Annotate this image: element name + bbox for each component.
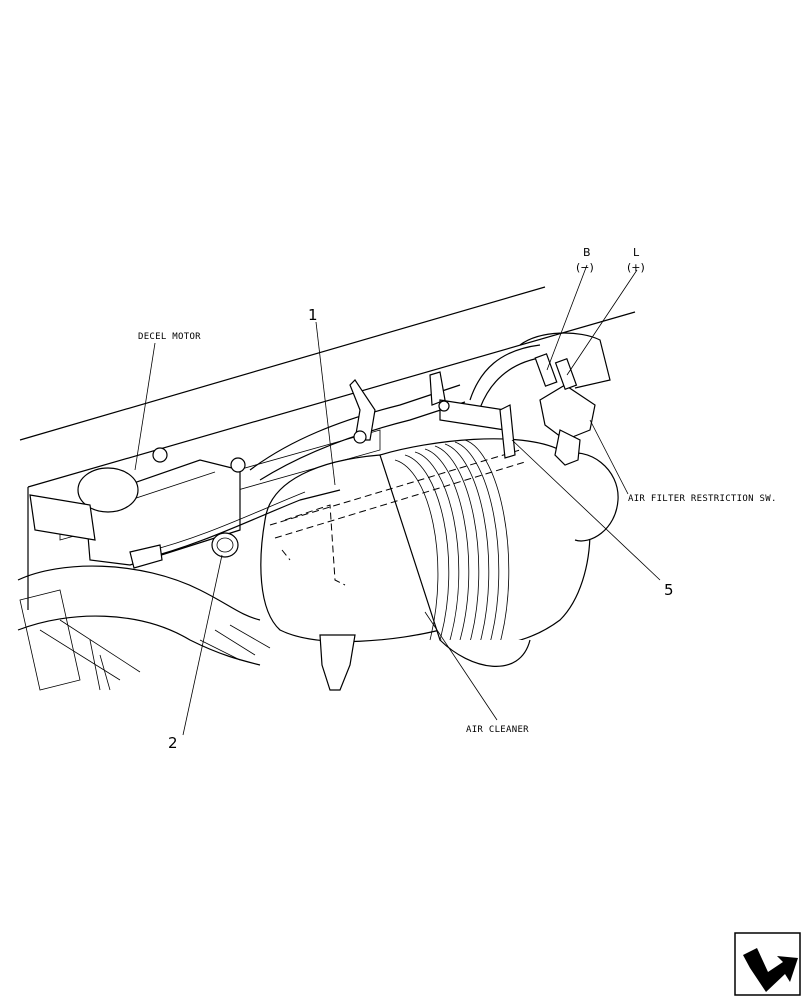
next-page-arrow-icon[interactable] [734, 932, 801, 996]
air-filter-restriction-switch [519, 332, 611, 466]
terminal-l-letter: L [633, 246, 640, 259]
restriction-switch-label: AIR FILTER RESTRICTION SW. [628, 494, 777, 504]
air-cleaner-body [260, 438, 619, 691]
wire-harness [129, 489, 341, 569]
mounting-clamps [349, 371, 516, 459]
callout-5: 5 [664, 581, 674, 599]
hidden-element-outline [269, 449, 526, 586]
chassis-frame [19, 286, 636, 691]
callout-2: 2 [168, 734, 178, 752]
hoses [17, 344, 546, 666]
terminal-b-polarity: (−) [576, 261, 594, 274]
terminal-b-letter: B [583, 246, 591, 259]
callout-1: 1 [308, 306, 318, 324]
decel-motor-label: DECEL MOTOR [138, 332, 201, 342]
terminal-l-polarity: (+) [627, 261, 645, 274]
decel-motor [29, 447, 246, 566]
leader-lines [134, 264, 661, 736]
air-cleaner-label: AIR CLEANER [466, 725, 529, 735]
